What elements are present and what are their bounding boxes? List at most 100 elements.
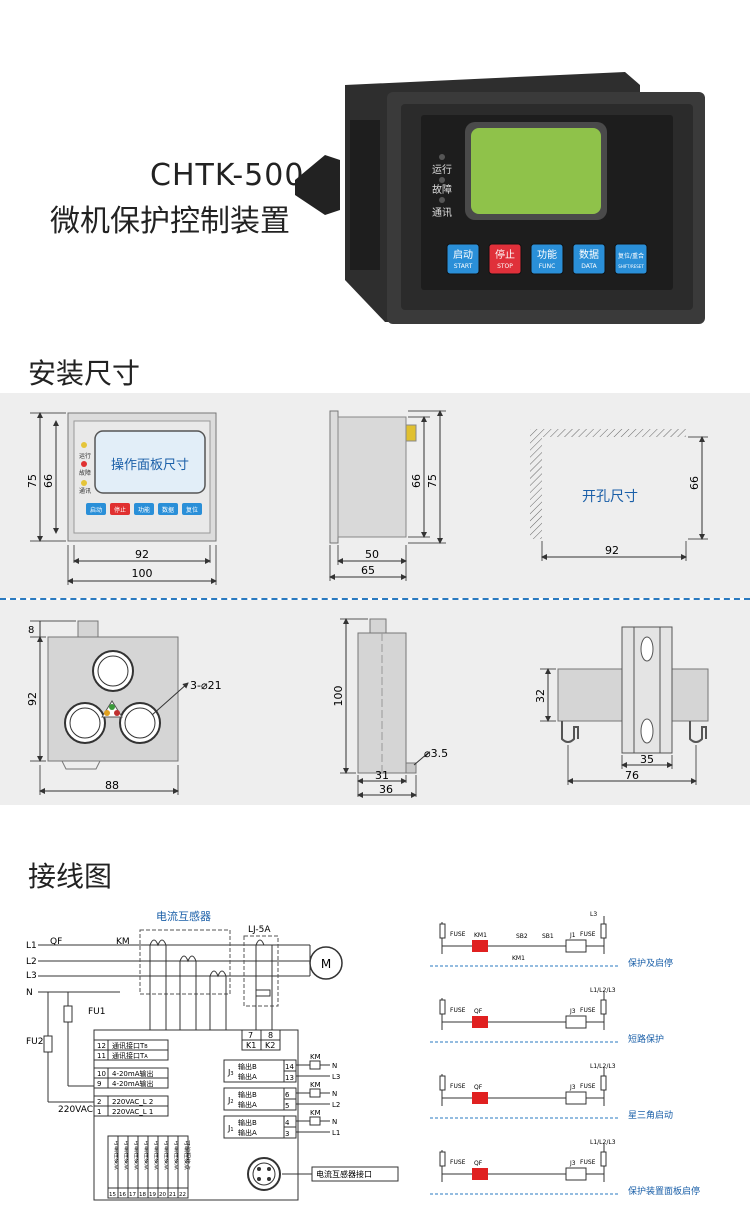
install-drawings: 操作面板尺寸 运行 故障 通讯 启动停止功能数据复位 92 100 75 66 … [26,410,709,798]
svg-text:J3: J3 [569,1160,576,1167]
svg-text:KM: KM [116,937,130,947]
svg-text:STOP: STOP [497,263,513,270]
device-clip [295,155,340,215]
svg-text:QF: QF [50,937,62,947]
panel-button-4: 复位 [182,503,202,515]
product-model: CHTK-500 [150,158,305,193]
svg-text:可编程接点: 可编程接点 [133,1140,141,1170]
svg-text:2: 2 [97,1098,101,1106]
svg-text:停止: 停止 [495,248,515,261]
svg-text:L2: L2 [26,957,37,967]
svg-text:FUSE: FUSE [580,1007,596,1014]
svg-text:L1/L2/L3: L1/L2/L3 [590,1139,616,1146]
svg-text:14: 14 [285,1063,294,1071]
svg-text:11: 11 [97,1052,106,1060]
device-button-1: 停止 STOP [488,243,522,275]
svg-text:保护及启停: 保护及启停 [628,957,673,969]
svg-text:可编程接点: 可编程接点 [183,1140,191,1170]
svg-text:92: 92 [135,548,149,561]
svg-text:66: 66 [688,476,701,490]
svg-text:数据: 数据 [162,506,174,514]
contact-22: 可编程接点 22 [177,1135,191,1199]
svg-text:N: N [26,988,33,998]
svg-text:KM: KM [310,1081,321,1089]
svg-text:92: 92 [26,692,39,706]
panel-side-view: 50 65 66 75 [329,410,446,581]
svg-text:通讯接口TB: 通讯接口TB [112,1041,148,1050]
svg-text:22: 22 [179,1192,186,1198]
svg-text:220VAC: 220VAC [58,1105,93,1115]
svg-text:星三角启动: 星三角启动 [628,1109,673,1121]
svg-text:66: 66 [42,474,55,488]
svg-text:K2: K2 [265,1041,275,1050]
svg-text:FU1: FU1 [88,1007,106,1017]
svg-text:复位/重合: 复位/重合 [618,252,644,260]
svg-text:19: 19 [149,1192,156,1198]
svg-text:220VAC_L 2: 220VAC_L 2 [112,1098,153,1106]
svg-text:输出A: 输出A [238,1100,257,1109]
svg-text:21: 21 [169,1192,176,1198]
svg-text:L1/L2/L3: L1/L2/L3 [590,987,616,994]
svg-text:16: 16 [119,1192,126,1198]
svg-text:输出B: 输出B [238,1118,257,1127]
svg-text:13: 13 [285,1074,294,1082]
svg-text:FUNC: FUNC [539,263,556,270]
svg-text:输出A: 输出A [238,1128,257,1137]
svg-text:L1/L2/L3: L1/L2/L3 [590,1063,616,1070]
svg-text:J3: J3 [569,1084,576,1091]
ct-label: 电流互感器 [156,909,211,923]
led-label: 运行 [432,163,452,176]
svg-text:4-20mA输出: 4-20mA输出 [112,1079,154,1088]
svg-text:输出B: 输出B [238,1062,257,1071]
svg-text:15: 15 [109,1192,116,1198]
svg-text:停止: 停止 [114,506,126,514]
svg-text:可编程接点: 可编程接点 [123,1140,131,1170]
svg-text:J2: J2 [227,1096,234,1105]
panel-button-0: 启动 [86,503,106,515]
svg-text:6: 6 [285,1091,290,1099]
ct-side-view: 100 ⌀3.5 31 36 [332,618,448,798]
ct-port-label: 电流互感器接口 [316,1169,372,1179]
svg-text:通讯接口TA: 通讯接口TA [112,1051,148,1060]
svg-text:35: 35 [640,753,654,766]
svg-text:10: 10 [97,1070,106,1078]
svg-text:100: 100 [132,567,153,580]
svg-text:FUSE: FUSE [580,1159,596,1166]
led-label: 故障 [432,183,452,196]
svg-text:⌀3.5: ⌀3.5 [424,747,448,760]
svg-text:J3: J3 [569,1008,576,1015]
svg-text:可编程接点: 可编程接点 [163,1140,171,1170]
svg-text:功能: 功能 [138,506,150,514]
svg-text:运行: 运行 [79,452,91,460]
cutout-view: 开孔尺寸 92 66 [530,429,708,561]
svg-text:可编程接点: 可编程接点 [143,1140,151,1170]
svg-text:32: 32 [534,689,547,703]
panel-button-1: 停止 [110,503,130,515]
svg-text:SB1: SB1 [542,933,554,940]
lcd-screen [471,128,601,214]
product-name: 微机保护控制装置 [50,204,290,239]
svg-text:功能: 功能 [537,248,557,261]
svg-text:DATA: DATA [581,263,597,270]
svg-text:31: 31 [375,769,389,782]
terminal-2: 2 220VAC_L 2 [93,1095,169,1107]
svg-text:L3: L3 [590,911,597,918]
svg-text:START: START [454,263,473,270]
svg-text:SB2: SB2 [516,933,528,940]
svg-text:启动: 启动 [90,506,102,514]
svg-text:20: 20 [159,1192,166,1198]
svg-text:QF: QF [474,1160,483,1167]
svg-text:J1: J1 [569,932,576,939]
svg-text:FUSE: FUSE [580,1083,596,1090]
svg-text:J3: J3 [227,1068,234,1077]
led-run-icon [439,154,445,160]
svg-text:100: 100 [332,686,345,707]
svg-text:4: 4 [285,1119,290,1127]
svg-text:故障: 故障 [79,469,91,477]
